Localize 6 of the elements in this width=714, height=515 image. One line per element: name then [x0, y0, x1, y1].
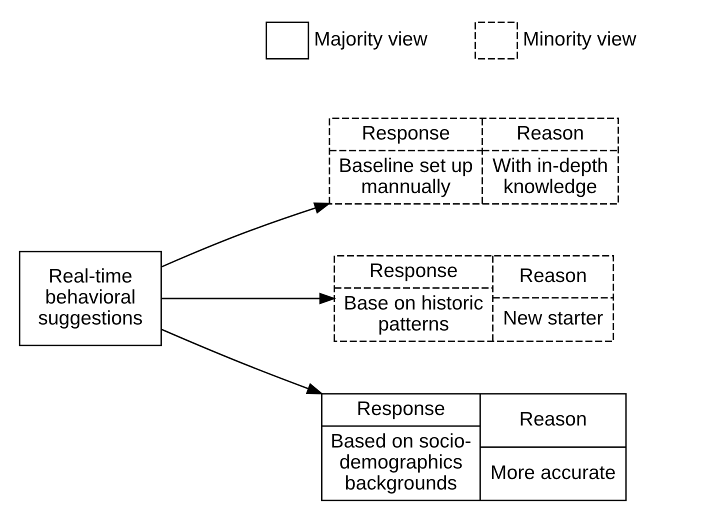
arrow	[160, 202, 331, 268]
legend-label: Minority view	[522, 28, 636, 51]
node-box: Real-time behavioral suggestions	[18, 250, 162, 346]
legend-label: Majority view	[314, 28, 427, 51]
arrow	[161, 292, 336, 304]
arrow	[160, 328, 324, 394]
